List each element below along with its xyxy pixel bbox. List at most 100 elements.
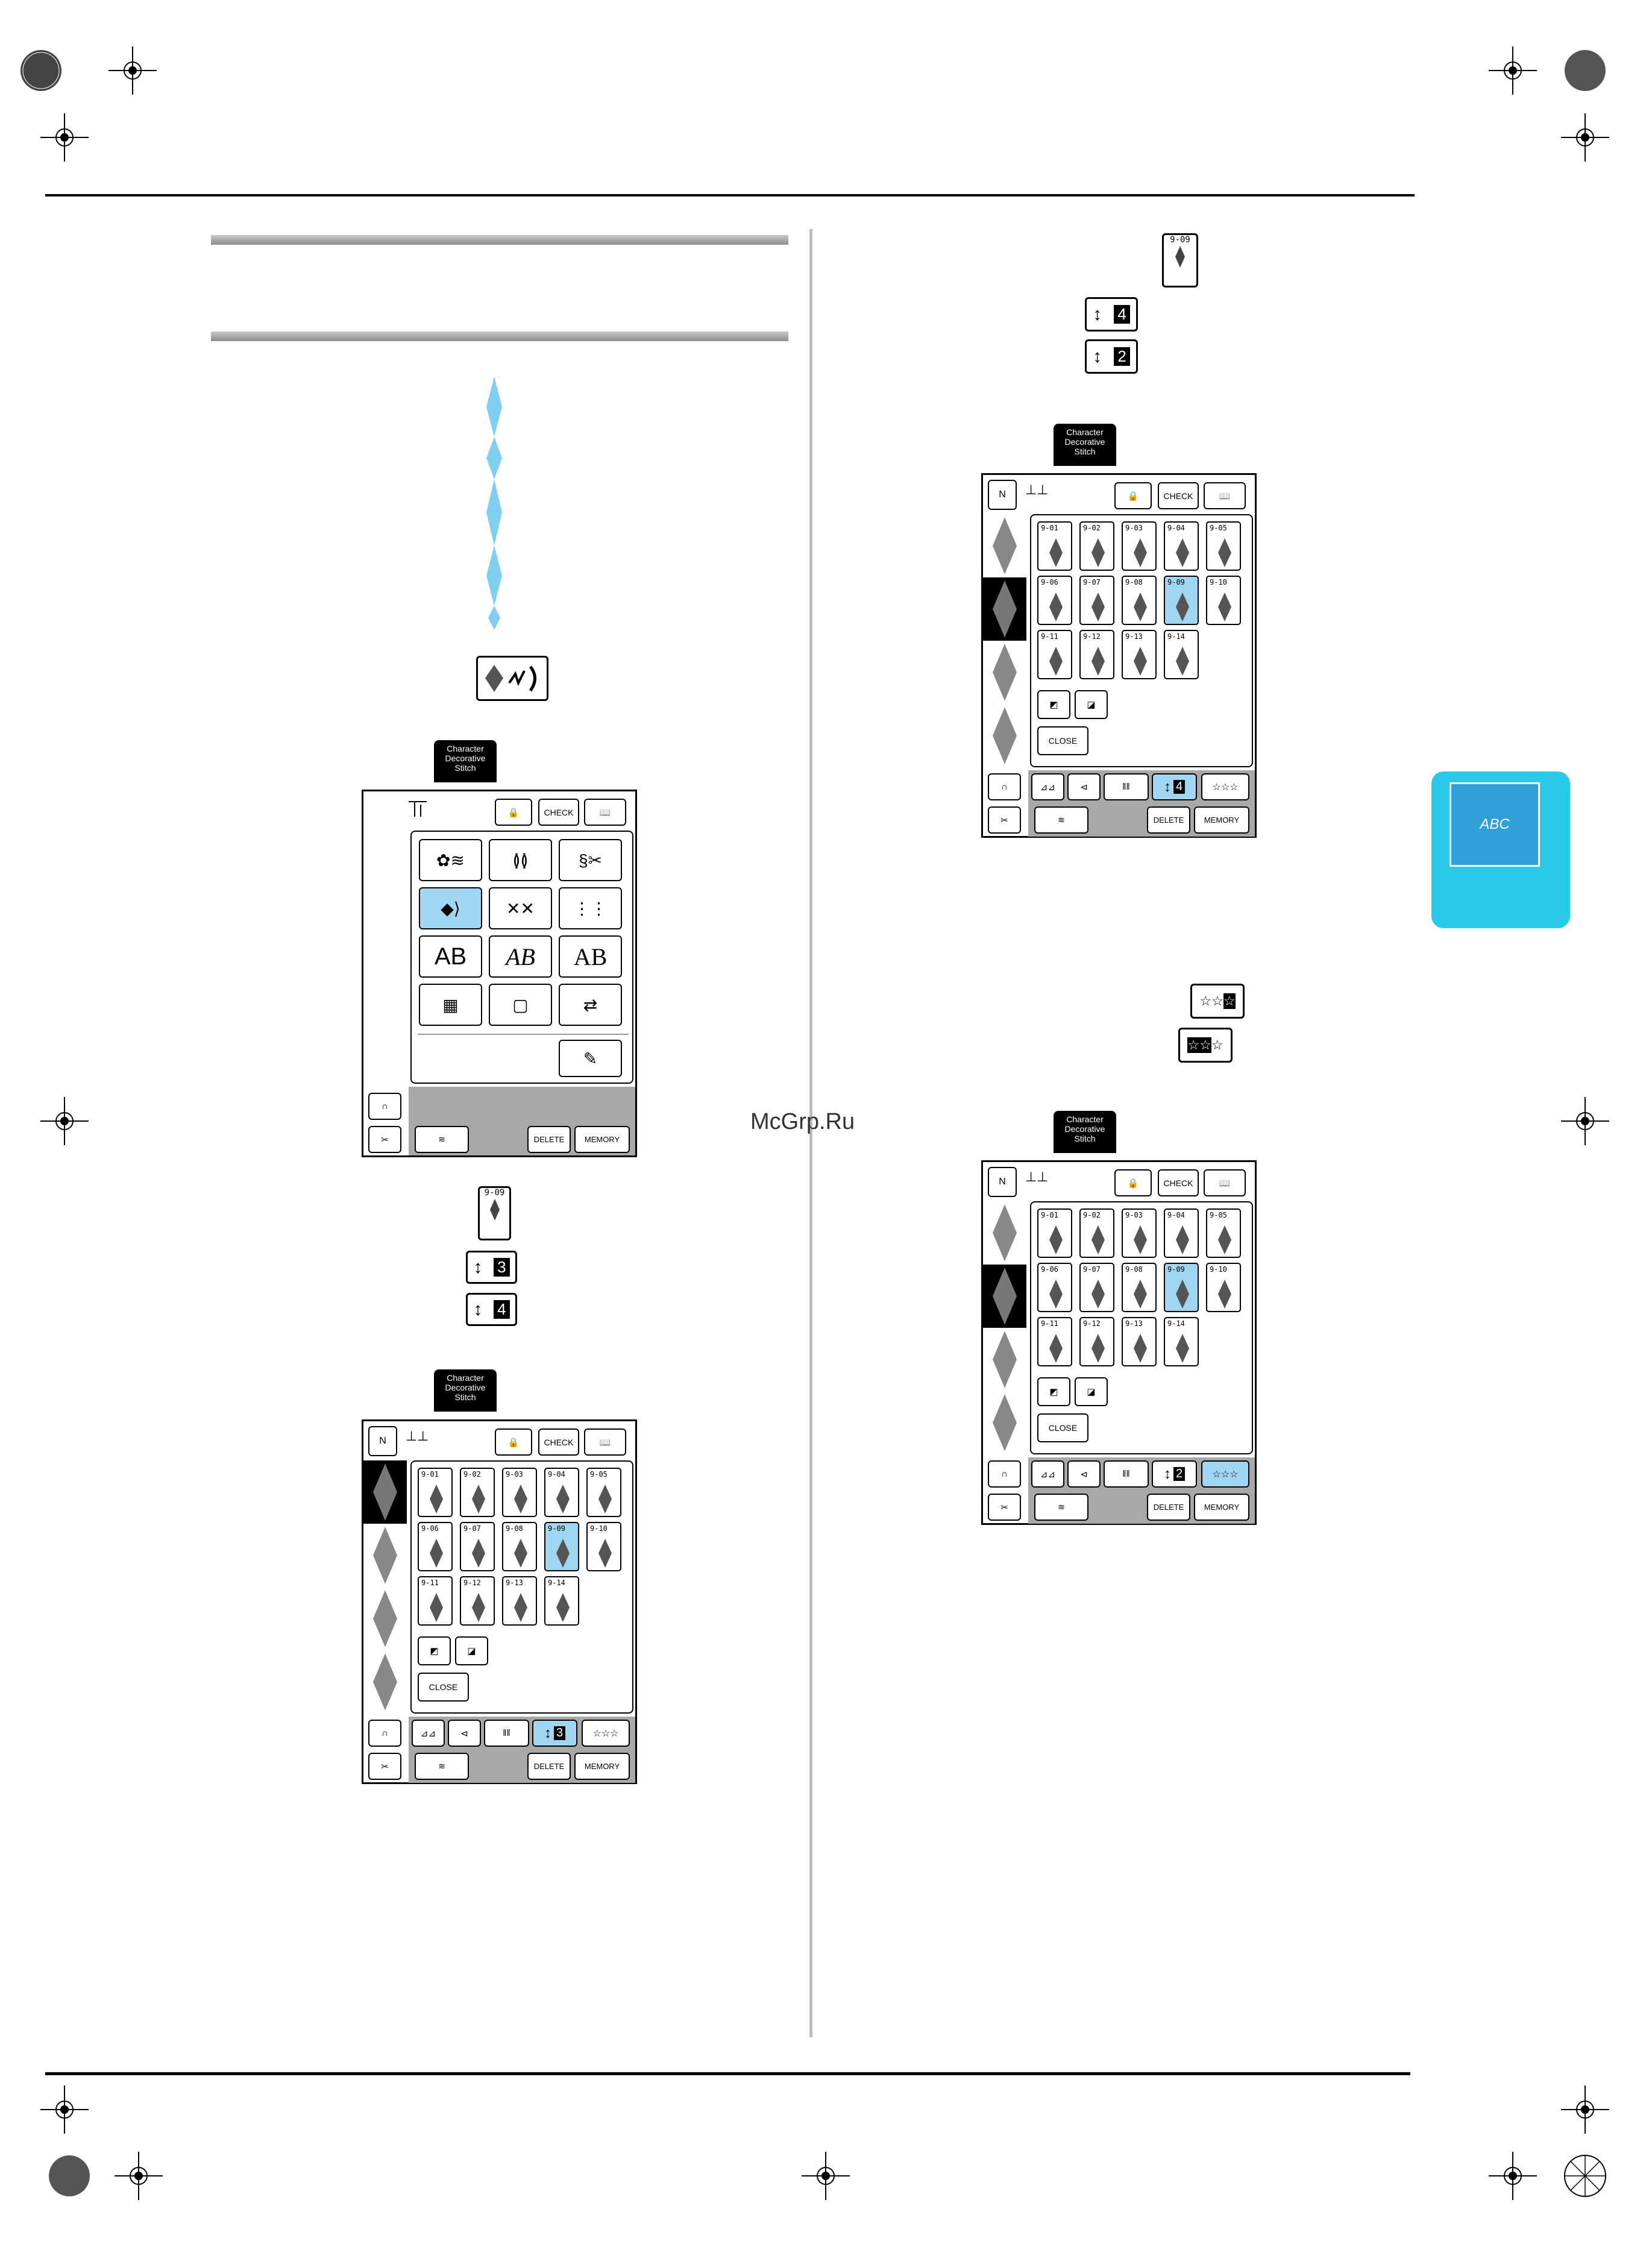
delete-button[interactable]: DELETE [1147, 806, 1190, 834]
stitch-button-9-14[interactable]: 9-14 [1164, 1317, 1199, 1366]
reverse-button[interactable]: ∩ [368, 1720, 401, 1747]
scissors-button[interactable]: ✂ [368, 1126, 401, 1153]
memory-button[interactable]: MEMORY [574, 1126, 630, 1153]
page-prev-button[interactable]: ◩ [1037, 1377, 1070, 1406]
tension-button[interactable]: ≋ [1034, 1494, 1088, 1521]
page-prev-button[interactable]: ◩ [1037, 690, 1070, 719]
n-presser-button[interactable]: N [368, 1426, 397, 1456]
stitch-button-9-01[interactable]: 9-01 [418, 1468, 453, 1517]
stitch-button-9-11[interactable]: 9-11 [1037, 1317, 1072, 1366]
category-button-usb[interactable]: ⇄ [559, 984, 622, 1026]
stitch-button-9-10[interactable]: 9-10 [1206, 576, 1241, 625]
size-button[interactable]: ↕2 [1152, 1460, 1197, 1488]
stitch-button-9-02[interactable]: 9-02 [1079, 1208, 1114, 1258]
close-button[interactable]: CLOSE [1037, 1413, 1088, 1442]
manual-button[interactable]: 📖 [1204, 482, 1246, 509]
close-button[interactable]: CLOSE [1037, 726, 1088, 755]
manual-button[interactable]: 📖 [1204, 1169, 1246, 1196]
category-button-pen[interactable]: ✎ [559, 1040, 622, 1077]
stitch-button-9-03[interactable]: 9-03 [1122, 1208, 1157, 1258]
lock-button[interactable]: 🔒 [495, 1428, 532, 1456]
stitch-button-9-05[interactable]: 9-05 [586, 1468, 621, 1517]
stitch-button-9-10[interactable]: 9-10 [1206, 1263, 1241, 1312]
manual-button[interactable]: 📖 [584, 1428, 626, 1456]
stitch-button-9-12[interactable]: 9-12 [1079, 1317, 1114, 1366]
stitch-button-9-13[interactable]: 9-13 [1122, 630, 1157, 679]
stitch-button-9-07[interactable]: 9-07 [1079, 576, 1114, 625]
mirror-vertical-button[interactable]: ⊲ [1067, 1460, 1101, 1488]
stitch-button-9-14[interactable]: 9-14 [1164, 630, 1199, 679]
mirror-vertical-button[interactable]: ⊲ [448, 1720, 481, 1747]
lock-button[interactable]: 🔒 [495, 799, 532, 826]
memory-button[interactable]: MEMORY [574, 1753, 630, 1780]
stitch-button-9-13[interactable]: 9-13 [502, 1576, 537, 1626]
tension-button[interactable]: ≋ [415, 1753, 469, 1780]
delete-button[interactable]: DELETE [527, 1126, 571, 1153]
n-presser-button[interactable]: N [988, 480, 1017, 510]
delete-button[interactable]: DELETE [527, 1753, 571, 1780]
manual-button[interactable]: 📖 [584, 799, 626, 826]
mirror-button[interactable]: ⊿⊿ [412, 1720, 445, 1747]
twin-needle-button[interactable]: ‖‖ [1104, 773, 1149, 800]
stitch-button-9-07[interactable]: 9-07 [460, 1522, 495, 1571]
category-button-abc-2[interactable]: AB [489, 935, 552, 978]
check-button[interactable]: CHECK [1158, 1169, 1199, 1196]
mirror-button[interactable]: ⊿⊿ [1031, 773, 1064, 800]
stitch-button-9-02[interactable]: 9-02 [460, 1468, 495, 1517]
stitch-button-9-01[interactable]: 9-01 [1037, 1208, 1072, 1258]
twin-needle-button[interactable]: ‖‖ [484, 1720, 529, 1747]
scissors-button[interactable]: ✂ [368, 1753, 401, 1780]
stitch-button-9-05[interactable]: 9-05 [1206, 1208, 1241, 1258]
memory-button[interactable]: MEMORY [1194, 806, 1249, 834]
lock-button[interactable]: 🔒 [1114, 1169, 1152, 1196]
mirror-vertical-button[interactable]: ⊲ [1067, 773, 1101, 800]
stitch-button-9-09[interactable]: 9-09 [544, 1522, 579, 1571]
category-button-3[interactable]: §✂ [559, 839, 622, 881]
stitch-button-9-08[interactable]: 9-08 [1122, 576, 1157, 625]
category-button-11[interactable]: ▢ [489, 984, 552, 1026]
stitch-button-9-12[interactable]: 9-12 [1079, 630, 1114, 679]
page-next-button[interactable]: ◪ [1075, 690, 1108, 719]
reverse-button[interactable]: ∩ [368, 1093, 401, 1120]
stitch-button-9-04[interactable]: 9-04 [544, 1468, 579, 1517]
stitch-button-9-02[interactable]: 9-02 [1079, 521, 1114, 571]
stitch-button-9-01[interactable]: 9-01 [1037, 521, 1072, 571]
category-button-1[interactable]: ✿≋ [419, 839, 482, 881]
stitch-button-9-11[interactable]: 9-11 [418, 1576, 453, 1626]
mirror-button[interactable]: ⊿⊿ [1031, 1460, 1064, 1488]
memory-button[interactable]: MEMORY [1194, 1494, 1249, 1521]
repeat-mode-button[interactable]: ☆☆☆ [1201, 1460, 1249, 1488]
check-button[interactable]: CHECK [538, 1428, 579, 1456]
stitch-button-9-14[interactable]: 9-14 [544, 1576, 579, 1626]
delete-button[interactable]: DELETE [1147, 1494, 1190, 1521]
close-button[interactable]: CLOSE [418, 1673, 469, 1702]
tension-button[interactable]: ≋ [1034, 806, 1088, 834]
stitch-button-9-05[interactable]: 9-05 [1206, 521, 1241, 571]
stitch-button-9-06[interactable]: 9-06 [418, 1522, 453, 1571]
stitch-button-9-11[interactable]: 9-11 [1037, 630, 1072, 679]
stitch-button-9-12[interactable]: 9-12 [460, 1576, 495, 1626]
scissors-button[interactable]: ✂ [988, 1494, 1021, 1521]
reverse-button[interactable]: ∩ [988, 773, 1021, 800]
stitch-button-9-09[interactable]: 9-09 [1164, 1263, 1199, 1312]
reverse-button[interactable]: ∩ [988, 1460, 1021, 1488]
size-button[interactable]: ↕4 [1152, 773, 1197, 800]
stitch-button-9-08[interactable]: 9-08 [1122, 1263, 1157, 1312]
stitch-button-9-13[interactable]: 9-13 [1122, 1317, 1157, 1366]
tension-button[interactable]: ≋ [415, 1126, 469, 1153]
n-presser-button[interactable]: N [988, 1167, 1017, 1197]
stitch-button-9-10[interactable]: 9-10 [586, 1522, 621, 1571]
lock-button[interactable]: 🔒 [1114, 482, 1152, 509]
page-next-button[interactable]: ◪ [1075, 1377, 1108, 1406]
stitch-button-9-03[interactable]: 9-03 [502, 1468, 537, 1517]
twin-needle-button[interactable]: ‖‖ [1104, 1460, 1149, 1488]
size-button[interactable]: ↕3 [532, 1720, 577, 1747]
category-button-abc-1[interactable]: AB [419, 935, 482, 978]
stitch-button-9-03[interactable]: 9-03 [1122, 521, 1157, 571]
stitch-button-9-04[interactable]: 9-04 [1164, 1208, 1199, 1258]
category-button-6[interactable]: ⋮⋮ [559, 887, 622, 929]
category-button-5[interactable]: ✕✕ [489, 887, 552, 929]
stitch-button-9-07[interactable]: 9-07 [1079, 1263, 1114, 1312]
repeat-mode-button[interactable]: ☆☆☆ [582, 1720, 630, 1747]
category-button-2[interactable]: ≬≬ [489, 839, 552, 881]
